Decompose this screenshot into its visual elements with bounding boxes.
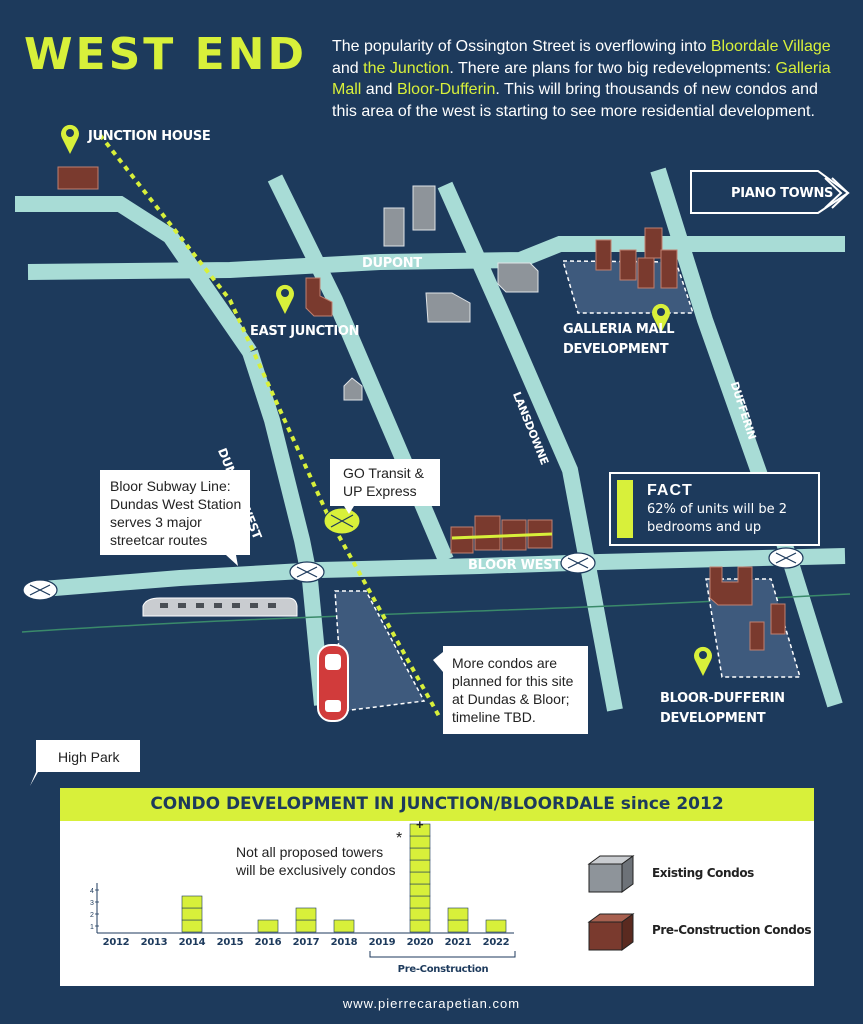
link-bloor-dufferin: Bloor-Dufferin [396,81,496,98]
bar-2020-unit-3 [409,895,431,909]
high-park-label: High Park [58,748,120,766]
x-tick-label-2020: 2020 [406,937,434,948]
pin-east-junction-icon [276,284,295,314]
label-junction-house: JUNCTION HOUSE [88,129,211,144]
bar-2020-unit-4 [409,883,431,897]
legend-existing-icon [587,855,635,893]
x-tick-label-2015: 2015 [216,937,244,948]
footer-url: www.pierrecarapetian.com [342,996,521,1011]
x-tick-label-2018: 2018 [330,937,358,948]
intro-paragraph: The popularity of Ossington Street is ov… [332,38,831,120]
bar-2018-unit-1 [333,919,355,933]
road-lansdowne [437,181,623,712]
dotted-rail-path [98,133,442,719]
road-dufferin [650,167,843,708]
chart-panel [60,788,814,986]
x-tick-label-2021: 2021 [444,937,472,948]
bar-2020-unit-5 [409,871,431,885]
bar-2016-unit-1 [257,919,279,933]
grey-tower-1 [383,207,405,247]
go-callout-text: GO Transit & UP Express [343,464,439,500]
road-bloor-west [29,548,846,598]
annotation-asterisk: * [396,830,403,847]
east-junction-building [305,277,333,317]
y-tick-label: 1 [90,924,94,931]
x-tick-label-2022: 2022 [482,937,510,948]
fact-body: 62% of units will be 2 bedrooms and up [647,502,788,535]
existing-buildings [343,185,539,401]
pin-junction-house-icon [61,124,79,154]
streetcar-icon [317,644,349,722]
road-dundas-west [242,349,330,706]
road-northwest [15,196,257,357]
y-tick-label: 2 [90,912,94,919]
subway-callout-text: Bloor Subway Line: Dundas West Station s… [110,477,250,549]
building-stripe [451,532,553,540]
plus-mark: + [416,817,424,832]
piano-towns-arrow [690,170,850,214]
link-galleria: Galleria Mall [332,59,831,99]
chart-annotation: Not all proposed towers will be exclusiv… [236,844,396,878]
legend-preconstruction-icon [587,913,635,951]
bar-2014-unit-2 [181,907,203,921]
grey-house [343,377,363,401]
label-piano-towns: PIANO TOWNS [731,186,834,201]
pin-bloor-dufferin-icon [694,646,712,676]
roads [15,167,846,712]
bar-2020-unit-8 [409,835,431,849]
grey-tower-2 [412,185,436,231]
bar-2017-unit-2 [295,907,317,921]
bar-2020-unit-1 [409,919,431,933]
subway-train-icon [142,597,298,617]
x-tick-label-2016: 2016 [254,937,282,948]
street-bloor-west: BLOOR WEST [468,558,561,573]
bar-2020-unit-2 [409,907,431,921]
condos-callout-text: More condos are planned for this site at… [452,654,586,726]
x-tick-label-2013: 2013 [140,937,168,948]
preconstruction-bracket [369,951,516,958]
x-tick-label-2012: 2012 [102,937,130,948]
legend-existing-label: Existing Condos [652,866,754,880]
label-east-junction: EAST JUNCTION [250,324,360,339]
bracket-label: Pre-Construction [397,964,489,975]
bar-2020-unit-7 [409,847,431,861]
page-title: WEST END [24,29,308,80]
pin-galleria-icon [652,303,670,333]
bar-2020-unit-6 [409,859,431,873]
grey-block-2 [425,292,471,323]
fact-accent-bar [617,480,633,538]
street-dupont: DUPONT [362,256,422,271]
dundas-bloor-zone [334,590,426,712]
bar-2022-unit-1 [485,919,507,933]
bloor-dufferin-building-1 [709,566,753,606]
bar-2014-unit-3 [181,895,203,909]
bar-2014-unit-1 [181,919,203,933]
fact-title: FACT [647,482,693,499]
bar-2021-unit-1 [447,919,469,933]
grey-block-1 [497,262,539,293]
link-bloordale: Bloordale Village [710,38,831,55]
bar-2021-unit-2 [447,907,469,921]
legend-preconstruction-label: Pre-Construction Condos [652,923,812,937]
bar-2020-unit-9 [409,823,431,837]
junction-house-building [57,166,99,190]
x-tick-label-2019: 2019 [368,937,396,948]
x-tick-label-2014: 2014 [178,937,206,948]
y-tick-label: 3 [90,900,94,907]
chart-title: CONDO DEVELOPMENT IN JUNCTION/BLOORDALE … [60,788,814,821]
x-tick-label-2017: 2017 [292,937,320,948]
link-junction: the Junction [363,59,450,77]
intersection-markers [22,547,804,601]
fact-box: FACT 62% of units will be 2 bedrooms and… [609,472,820,546]
bar-2017-unit-1 [295,919,317,933]
y-tick-label: 4 [90,888,94,895]
